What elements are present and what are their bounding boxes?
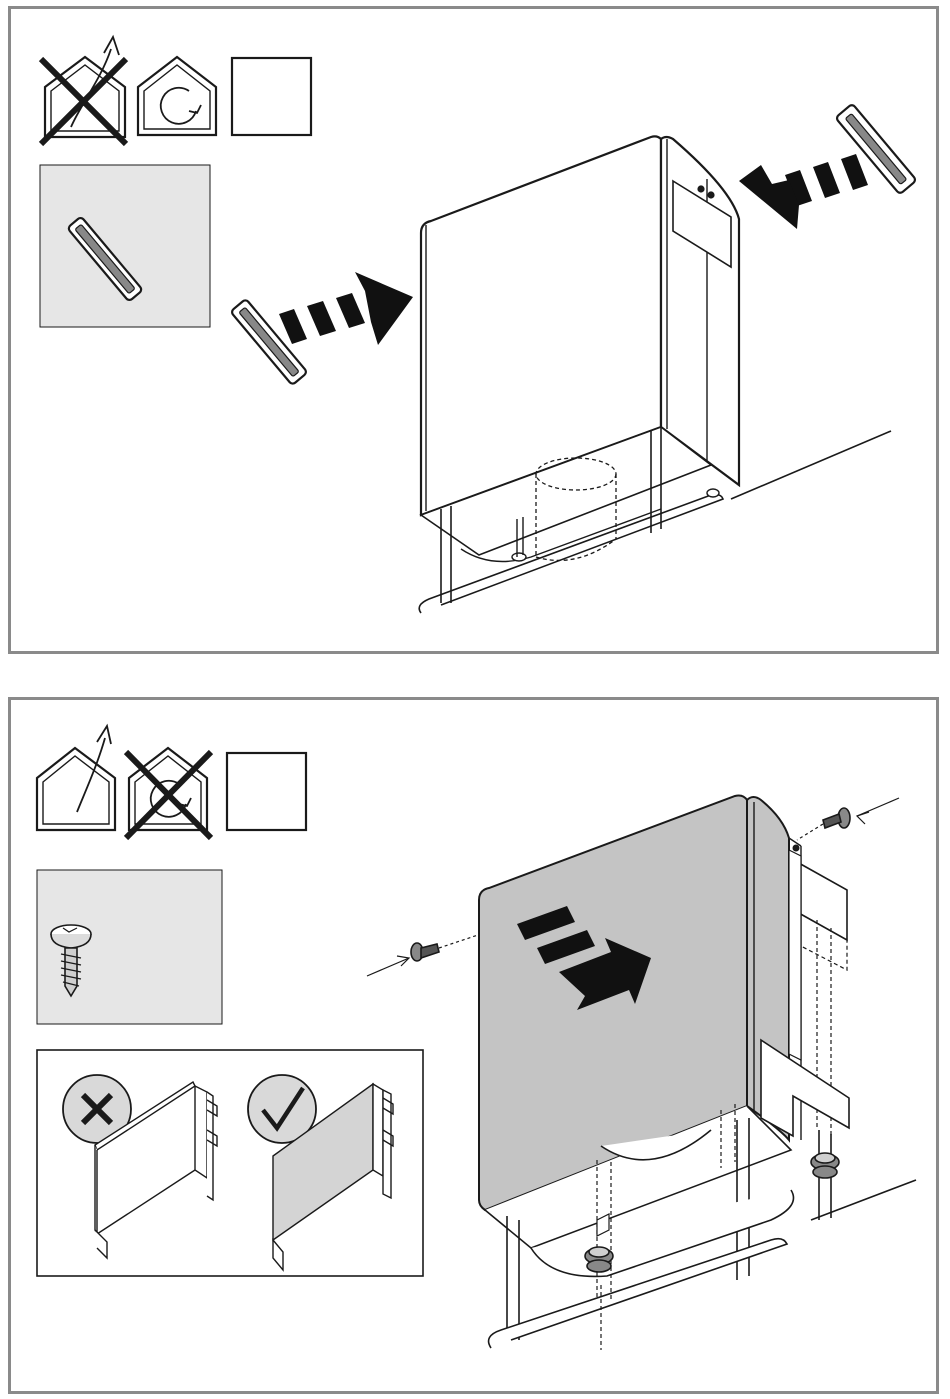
orientation-hint-box <box>37 1050 423 1276</box>
side-screw-right-icon <box>797 798 899 840</box>
insert-arrow-left-icon <box>279 272 413 345</box>
step-panel-top <box>8 6 939 654</box>
step-panel-bottom <box>8 697 939 1394</box>
extraction-mode-crossed-icon <box>41 37 126 144</box>
bottom-nut-left-icon <box>585 1247 613 1272</box>
bottom-nut-right-icon <box>811 1153 839 1178</box>
blank-mode-box <box>232 58 311 135</box>
gasket-right-icon <box>835 104 916 195</box>
recirculation-mode-crossed-icon <box>126 748 211 838</box>
parts-box <box>37 870 222 1024</box>
insert-arrow-right-icon <box>739 154 868 229</box>
blank-mode-box <box>227 753 306 830</box>
chimney-box <box>419 136 891 613</box>
extraction-mode-icon <box>37 726 115 830</box>
parts-box <box>40 165 210 327</box>
recirculation-mode-icon <box>138 57 216 135</box>
step-a-illustration <box>11 9 942 657</box>
side-screw-left-icon <box>367 934 481 976</box>
step-b-illustration <box>11 700 942 1397</box>
chimney-with-cover <box>479 796 916 1351</box>
